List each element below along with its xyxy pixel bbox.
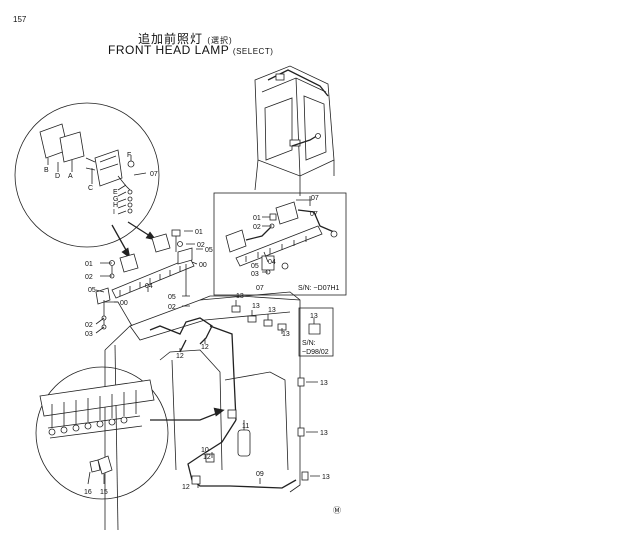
page-number: 157 [13, 15, 27, 24]
callout-H: H [113, 202, 118, 209]
cab-top-view [254, 65, 335, 196]
callout-07-a: 07 [311, 195, 319, 202]
callout-02-b: 02 [85, 274, 93, 281]
callout-I: I [113, 209, 115, 216]
callout-03-a: 03 [85, 331, 93, 338]
serial-note-upper: S/N: ~D07H1 [298, 285, 340, 292]
cab-body: 13 13 13 13 12 12 13 13 13 11 09 10 12 1… [104, 291, 330, 531]
callout-13-e: 13 [320, 380, 328, 387]
callout-01-c: 01 [253, 215, 261, 222]
callout-02-d: 02 [85, 322, 93, 329]
callout-12-c: 12 [203, 454, 211, 461]
callout-07-circle: 07 [150, 171, 158, 178]
callout-02-c: 02 [168, 304, 176, 311]
callout-13-a: 13 [236, 293, 244, 300]
serial-variant-box-upper: 01 02 07 07 04 03 05 07 S/N: ~D07H1 [213, 192, 347, 296]
callout-F: F [127, 152, 131, 159]
callout-00-b: 00 [120, 300, 128, 307]
serial-note-lower-1: S/N: [302, 340, 316, 347]
callout-11: 11 [242, 423, 249, 430]
callout-01-b: 01 [85, 261, 93, 268]
callout-12-d: 12 [182, 484, 190, 491]
callout-07-b: 07 [310, 211, 318, 218]
lamp-detail-circle: F 07 B D A C E G H I [14, 102, 160, 259]
callout-10: 10 [201, 447, 209, 454]
callout-02-a: 02 [197, 242, 205, 249]
callout-12-b: 12 [201, 344, 209, 351]
callout-13-c: 13 [268, 307, 276, 314]
callout-E: E [113, 189, 118, 196]
title-english: FRONT HEAD LAMP (SELECT) [108, 43, 273, 57]
callout-B: B [44, 167, 49, 174]
callout-05-c: 05 [168, 294, 176, 301]
corner-mark: Ⓜ [333, 506, 341, 515]
title-jp-note: (選択) [207, 36, 233, 45]
callout-01-a: 01 [195, 229, 203, 236]
callout-07-c: 07 [256, 285, 264, 292]
callout-13-d: 13 [282, 331, 290, 338]
serial-variant-box-lower: 13 S/N: ~D98/02 [298, 307, 334, 357]
callout-A: A [68, 173, 73, 180]
callout-04-a: 04 [145, 283, 153, 290]
callout-05-a: 05 [205, 247, 213, 254]
title-jp-text: 追加前照灯 [138, 32, 204, 46]
callout-03-b: 03 [251, 271, 259, 278]
connector-detail-circle: 16 15 [35, 366, 225, 500]
callout-G: G [113, 196, 118, 203]
callout-12-a: 12 [176, 353, 184, 360]
callout-13-f: 13 [320, 430, 328, 437]
lamp-bracket-assembly: 01 02 05 00 01 02 05 04 05 02 00 02 03 [85, 229, 213, 338]
callout-05-d: 05 [251, 263, 259, 270]
callout-15: 15 [100, 489, 108, 496]
callout-04-b: 04 [268, 259, 276, 266]
callout-C: C [88, 185, 93, 192]
title-en-text: FRONT HEAD LAMP [108, 43, 230, 57]
title-en-note: (SELECT) [232, 47, 274, 56]
serial-note-lower-2: ~D98/02 [302, 349, 329, 356]
callout-13-b: 13 [252, 303, 260, 310]
callout-00-a: 00 [199, 262, 207, 269]
callout-D: D [55, 173, 60, 180]
callout-16: 16 [84, 489, 92, 496]
callout-02-e: 02 [253, 224, 261, 231]
title-japanese: 追加前照灯 (選択) [138, 30, 233, 47]
callout-09: 09 [256, 471, 264, 478]
callout-05-b: 05 [88, 287, 96, 294]
callout-13-box: 13 [310, 313, 318, 320]
callout-13-g: 13 [322, 474, 330, 481]
